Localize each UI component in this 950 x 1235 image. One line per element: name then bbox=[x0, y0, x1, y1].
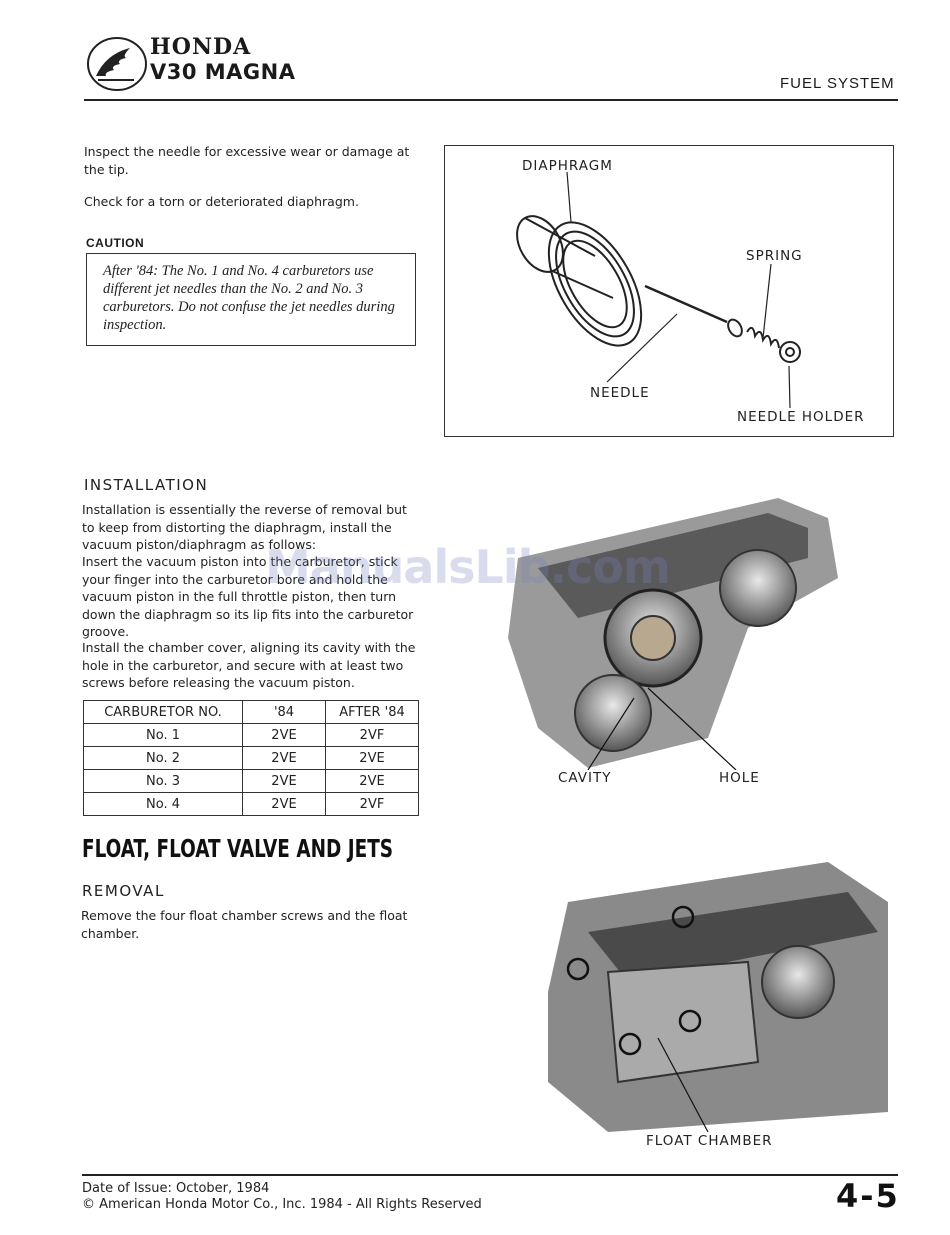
copyright: © American Honda Motor Co., Inc. 1984 - … bbox=[82, 1197, 482, 1212]
label-needle: NEEDLE bbox=[590, 385, 650, 401]
table-cell: 2VE bbox=[242, 792, 326, 816]
table-cell: No. 4 bbox=[83, 792, 243, 816]
caution-label: CAUTION bbox=[86, 236, 145, 250]
footer-divider bbox=[82, 1174, 898, 1176]
table-cell: No. 1 bbox=[83, 723, 243, 747]
installation-para-1: Installation is essentially the reverse … bbox=[82, 502, 407, 552]
table-row: No. 1 2VE 2VF bbox=[83, 723, 419, 747]
table-cell: 2VE bbox=[242, 769, 326, 793]
label-hole: HOLE bbox=[719, 770, 760, 786]
carburetor-photo-illustration bbox=[508, 498, 838, 771]
installation-para-2: Insert the vacuum piston into the carbur… bbox=[82, 554, 414, 639]
table-header: '84 bbox=[242, 700, 326, 724]
table-row: No. 2 2VE 2VE bbox=[83, 746, 419, 770]
table-cell: 2VE bbox=[242, 746, 326, 770]
table-header: AFTER '84 bbox=[325, 700, 419, 724]
table-cell: No. 3 bbox=[83, 769, 243, 793]
table-cell: 2VE bbox=[325, 746, 419, 770]
brand-name: HONDA bbox=[150, 34, 252, 60]
watermark: ManualsLib.com bbox=[265, 540, 671, 594]
table-cell: 2VF bbox=[325, 723, 419, 747]
float-section-heading: FLOAT, FLOAT VALVE AND JETS bbox=[82, 834, 394, 863]
table-cell: No. 2 bbox=[83, 746, 243, 770]
label-spring: SPRING bbox=[746, 248, 803, 264]
table-row: No. 4 2VE 2VF bbox=[83, 792, 419, 816]
installation-heading: INSTALLATION bbox=[84, 476, 209, 494]
float-chamber-illustration bbox=[548, 862, 888, 1133]
section-title: FUEL SYSTEM bbox=[780, 75, 895, 92]
label-cavity: CAVITY bbox=[558, 770, 612, 786]
label-needle-holder: NEEDLE HOLDER bbox=[737, 409, 865, 425]
check-diaphragm-text: Check for a torn or deteriorated diaphra… bbox=[84, 194, 359, 209]
caution-box: After '84: The No. 1 and No. 4 carbureto… bbox=[86, 253, 416, 346]
removal-text: Remove the four float chamber screws and… bbox=[81, 908, 408, 941]
label-diaphragm: DIAPHRAGM bbox=[522, 158, 613, 174]
issue-date: Date of Issue: October, 1984 bbox=[82, 1181, 270, 1196]
table-cell: 2VE bbox=[325, 769, 419, 793]
table-header-row: CARBURETOR NO. '84 AFTER '84 bbox=[83, 700, 419, 724]
caution-text: After '84: The No. 1 and No. 4 carbureto… bbox=[103, 263, 395, 333]
diaphragm-illustration bbox=[516, 171, 801, 409]
page-number: 4-5 bbox=[836, 1177, 900, 1215]
table-header: CARBURETOR NO. bbox=[83, 700, 243, 724]
inspect-needle-text: Inspect the needle for excessive wear or… bbox=[84, 144, 410, 177]
installation-para-3: Install the chamber cover, aligning its … bbox=[82, 640, 416, 690]
carburetor-photo-cavity-hole bbox=[448, 488, 888, 771]
honda-wing-logo bbox=[87, 37, 147, 91]
label-float-chamber: FLOAT CHAMBER bbox=[646, 1133, 773, 1149]
float-chamber-photo bbox=[548, 842, 890, 1133]
table-cell: 2VE bbox=[242, 723, 326, 747]
table-cell: 2VF bbox=[325, 792, 419, 816]
table-row: No. 3 2VE 2VE bbox=[83, 769, 419, 793]
diaphragm-needle-diagram: DIAPHRAGM SPRING NEEDLE NEEDLE HOLDER bbox=[444, 145, 894, 437]
model-name: V30 MAGNA bbox=[150, 60, 296, 84]
carburetor-needle-table: CARBURETOR NO. '84 AFTER '84 No. 1 2VE 2… bbox=[83, 700, 419, 816]
header-divider bbox=[84, 99, 898, 101]
removal-heading: REMOVAL bbox=[82, 882, 165, 900]
